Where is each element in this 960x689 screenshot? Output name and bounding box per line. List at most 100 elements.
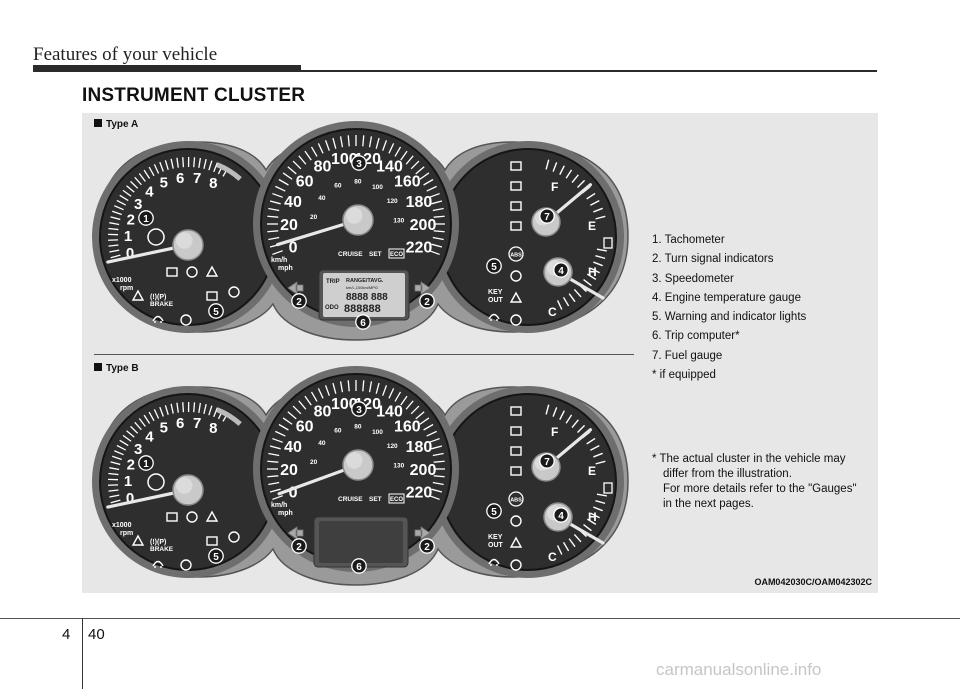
callout-number: 4 <box>558 511 564 522</box>
tachometer-tick <box>193 402 196 413</box>
speedometer-tick <box>433 215 445 218</box>
callout-number: 2 <box>424 297 430 308</box>
fuel-gauge-tick <box>586 437 596 445</box>
speedometer-tick <box>278 178 289 186</box>
warning-light-icon <box>510 515 522 527</box>
left-turn-signal-icon <box>287 526 304 540</box>
tachometer-tick <box>109 249 120 253</box>
speedometer-tick <box>282 417 293 425</box>
speedometer-tick <box>272 437 283 443</box>
callout-fuel-gauge <box>539 453 555 469</box>
warning-light-icon <box>206 291 218 301</box>
tachometer-tick <box>164 405 169 416</box>
callout-warning-lights <box>208 548 224 564</box>
brake-warning-icon: (!)(P) <box>150 539 166 546</box>
speedometer-tick <box>332 137 337 149</box>
tachometer-label: 1 <box>124 473 132 490</box>
speedometer-tick <box>324 140 330 151</box>
warning-light-icon <box>131 534 145 546</box>
fuel-gauge-tick <box>565 169 573 179</box>
fuel-pump-icon <box>603 237 613 249</box>
trip-computer-lcd <box>323 273 405 317</box>
speedometer-tick <box>423 178 434 186</box>
airbag-warning-icon <box>147 228 165 246</box>
tachometer-tick <box>122 434 132 442</box>
tachometer-label: 8 <box>209 175 217 192</box>
tachometer-tick <box>122 189 132 197</box>
tachometer-label: 0 <box>126 490 134 507</box>
fuel-gauge-tick <box>577 424 586 433</box>
speedometer-tick <box>272 192 283 198</box>
temp-hot-label: H <box>588 510 597 524</box>
tachometer-tick <box>130 180 139 189</box>
tachometer-tick <box>148 166 155 177</box>
tachometer-tick <box>114 450 124 456</box>
tachometer-tick <box>198 402 202 413</box>
speedometer-tick <box>429 250 440 256</box>
speedometer-tick <box>275 185 286 192</box>
abs-warning-label: ABS <box>510 498 522 504</box>
speedometer-tick <box>272 495 283 501</box>
tachometer-label: 7 <box>193 170 201 187</box>
speedometer-unit: mph <box>278 265 293 272</box>
fuel-gauge-tick <box>565 414 573 424</box>
speedometer-tick <box>275 430 286 437</box>
speedometer-tick <box>400 395 408 406</box>
tachometer-label: 4 <box>145 428 154 445</box>
speedometer-mph-label: 60 <box>334 182 342 189</box>
speedometer-tick <box>410 405 420 415</box>
tachometer-label: 5 <box>160 419 168 436</box>
speedometer-tick <box>432 236 444 241</box>
speedometer-label: 40 <box>284 194 302 211</box>
callout-number: 5 <box>213 552 219 563</box>
callout-turn-signal-right <box>419 538 435 554</box>
legend-list: 1. Tachometer 2. Turn signal indicators … <box>652 231 806 385</box>
temp-hot-label: H <box>588 265 597 279</box>
redline-zone <box>216 162 242 181</box>
type-divider <box>94 354 634 355</box>
speedometer-tick <box>362 380 365 392</box>
fuel-gauge-tick <box>571 174 579 184</box>
note-line: For more details refer to the "Gauges" <box>663 483 857 495</box>
speedometer-tick <box>310 391 318 402</box>
warning-light-icon <box>152 560 164 568</box>
callout-number: 4 <box>558 266 564 277</box>
callout-turn-signal-left <box>291 293 307 309</box>
callout-number: 1 <box>143 214 149 225</box>
speedometer-label: 60 <box>296 419 314 436</box>
square-bullet-icon <box>94 363 102 371</box>
tachometer-label: 8 <box>209 420 217 437</box>
speedometer-tick <box>394 391 402 402</box>
speedometer-tick <box>431 445 443 450</box>
callout-tachometer <box>138 210 154 226</box>
tachometer-tick <box>159 406 164 417</box>
lcd-digits: 8888 888 <box>346 292 388 303</box>
fuel-gauge-tick <box>559 410 565 420</box>
speedometer-tick <box>298 400 307 410</box>
tachometer-tick <box>109 467 120 471</box>
speedometer-label: 60 <box>296 174 314 191</box>
tachometer-label: 2 <box>127 456 135 473</box>
fuel-temp-dial <box>439 393 617 571</box>
speedometer-tick <box>415 411 425 420</box>
speedometer-mph-label: 130 <box>393 218 404 225</box>
speedometer-tick <box>388 388 395 399</box>
tachometer-tick <box>164 160 169 171</box>
header-rule-thick <box>33 65 301 72</box>
tachometer-tick <box>116 199 127 206</box>
speedometer-label: 200 <box>410 462 437 479</box>
fuel-gauge-tick <box>595 460 606 465</box>
lcd-units-label: km/L,100km/MPG <box>346 285 378 290</box>
warning-light-icon <box>510 446 522 456</box>
page-number: 40 <box>88 626 105 643</box>
speedometer-label: 220 <box>406 485 433 502</box>
tachometer-tick <box>108 227 119 231</box>
cruise-indicator: CRUISE <box>338 496 363 503</box>
warning-light-icon <box>166 267 178 277</box>
figure-code: OAM042030C/OAM042302C <box>754 577 872 587</box>
speedometer-tick <box>324 385 330 396</box>
speedometer-tick <box>433 460 445 463</box>
callout-number: 3 <box>356 405 362 416</box>
hub-highlight <box>176 477 193 494</box>
right-turn-signal-icon <box>414 281 431 295</box>
